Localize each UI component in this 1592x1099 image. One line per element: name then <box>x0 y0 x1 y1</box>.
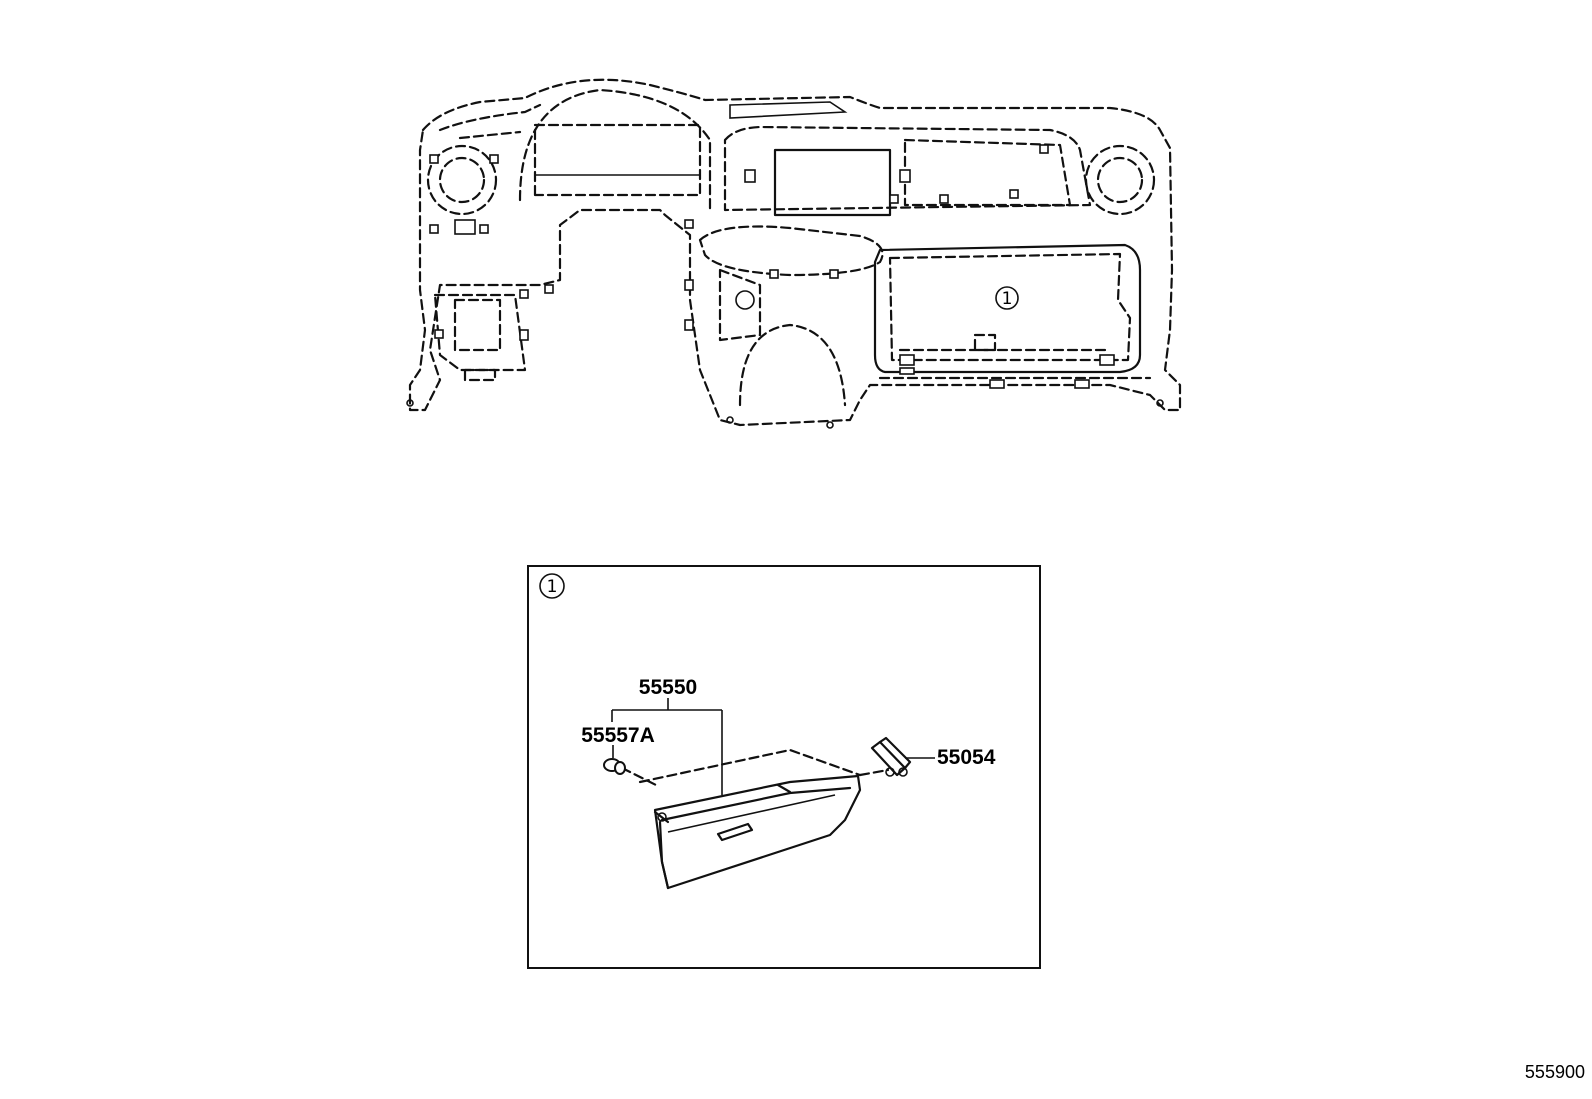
part-label-55054[interactable]: 55054 <box>937 746 996 769</box>
damper-part <box>870 736 912 777</box>
diagram-code: 555900 <box>1525 1062 1585 1082</box>
glove-box-drawing <box>603 698 935 890</box>
detail-box: 1 <box>527 565 1041 969</box>
callout-circle-1 <box>995 286 1019 310</box>
detail-callout-number: 1 <box>547 577 558 597</box>
detail-callout-circle <box>539 573 565 599</box>
instrument-panel-drawing: 1 <box>406 78 1182 429</box>
callout-number: 1 <box>1002 289 1013 309</box>
part-label-55557a[interactable]: 55557A <box>581 724 655 747</box>
part-label-55550[interactable]: 55550 <box>639 676 697 699</box>
